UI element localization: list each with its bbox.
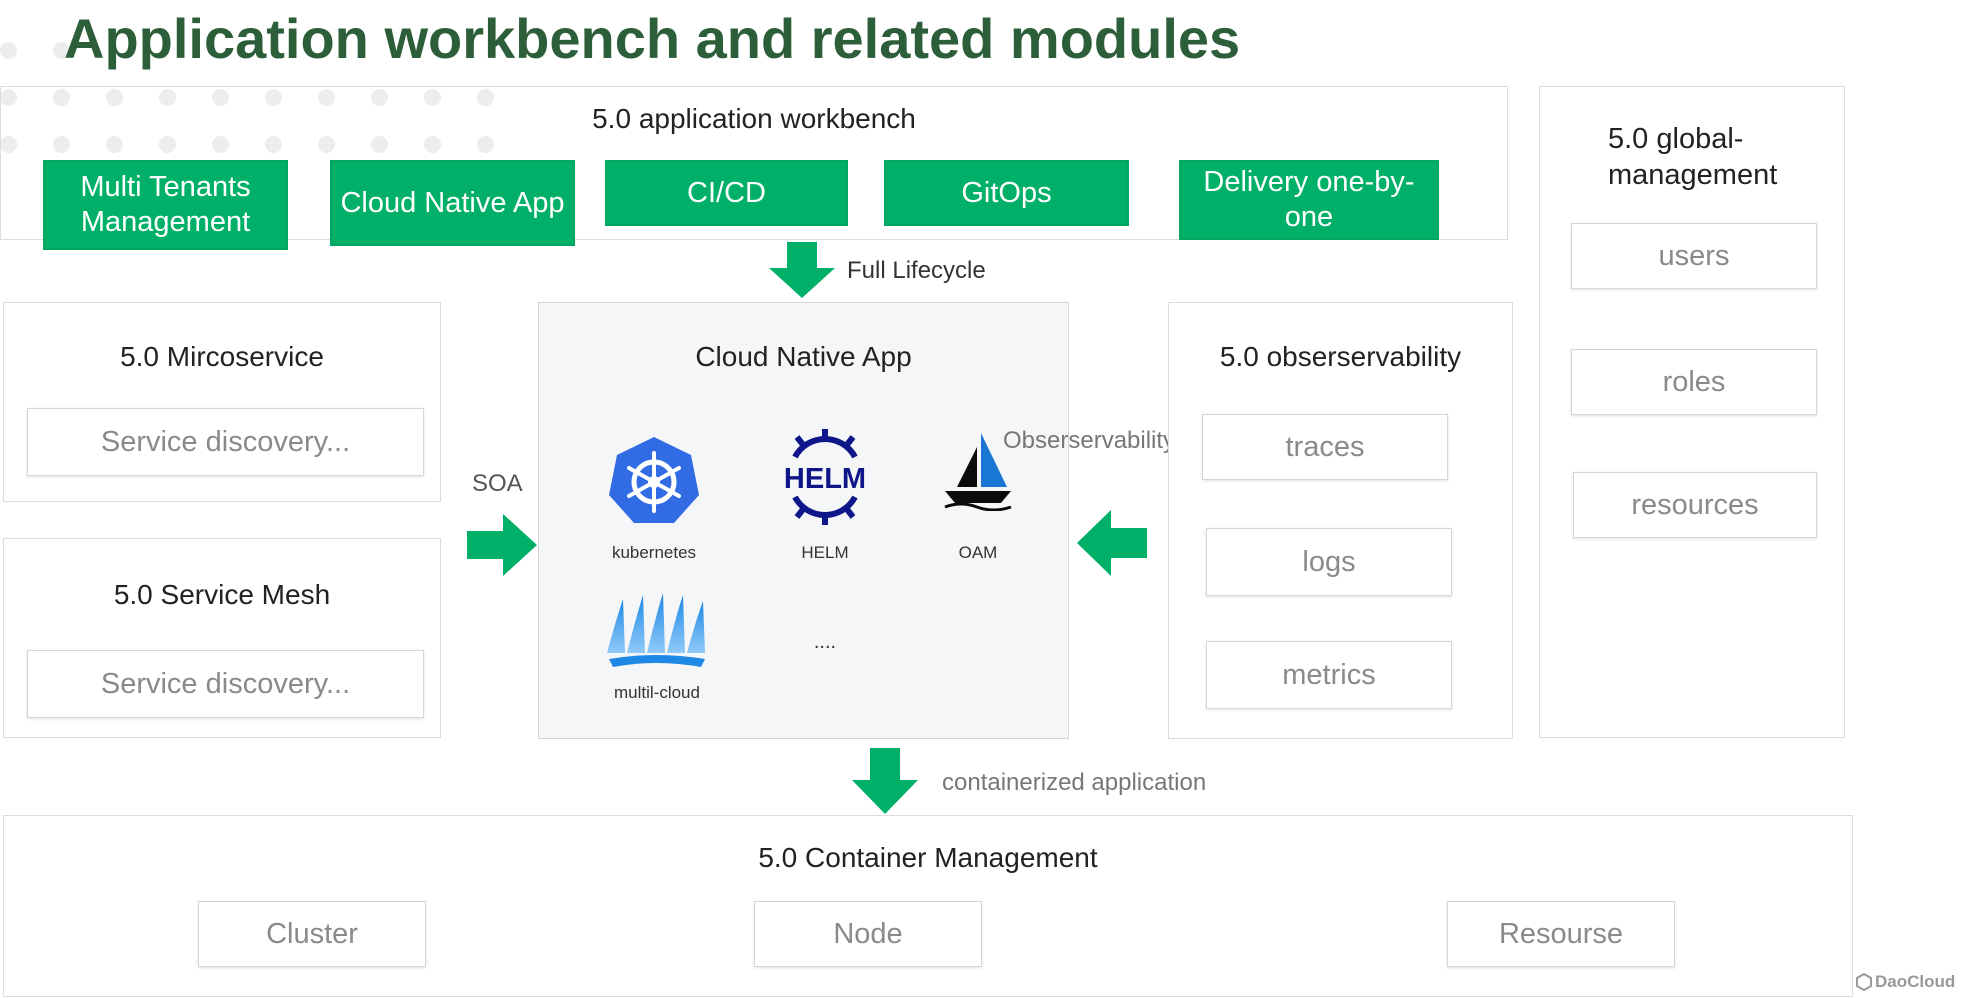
observability-metrics-item[interactable]: metrics xyxy=(1206,641,1452,709)
right-arrow-icon xyxy=(467,514,537,576)
workbench-title: 5.0 application workbench xyxy=(592,103,916,134)
kubernetes-caption: kubernetes xyxy=(611,543,697,562)
microservice-title: 5.0 Mircoservice xyxy=(120,341,324,372)
helm-wordmark: HELM xyxy=(784,463,866,495)
observability-logs-item[interactable]: logs xyxy=(1206,528,1452,596)
oam-caption: OAM xyxy=(958,543,998,562)
left-arrow-icon xyxy=(1077,510,1147,576)
container-management-title: 5.0 Container Management xyxy=(758,842,1098,873)
global-users-item[interactable]: users xyxy=(1571,223,1817,289)
global-management-title: 5.0 global-management xyxy=(1608,123,1778,192)
cloud-native-app-title: Cloud Native App xyxy=(695,341,912,372)
oam-sailboat-icon xyxy=(944,433,1012,511)
daocloud-logo-icon xyxy=(1856,973,1872,991)
observability-arrow-label: Obserservability xyxy=(1003,427,1176,454)
global-resources-item[interactable]: resources xyxy=(1573,472,1817,538)
multi-cloud-caption: multil-cloud xyxy=(614,683,700,702)
multi-cloud-icon xyxy=(607,593,705,667)
container-cluster-item[interactable]: Cluster xyxy=(198,901,426,967)
containerized-label: containerized application xyxy=(942,769,1207,796)
observability-traces-item[interactable]: traces xyxy=(1202,414,1448,480)
down-arrow-icon xyxy=(852,748,918,814)
workbench-item-multi-tenants[interactable]: Multi Tenants Management xyxy=(43,160,288,250)
workbench-item-delivery[interactable]: Delivery one-by-one xyxy=(1179,160,1439,240)
workbench-panel: 5.0 application workbench xyxy=(0,86,1508,240)
workbench-item-cicd[interactable]: CI/CD xyxy=(605,160,848,226)
service-mesh-title: 5.0 Service Mesh xyxy=(113,579,331,610)
soa-label: SOA xyxy=(472,470,523,497)
more-ellipsis: .... xyxy=(813,631,837,653)
full-lifecycle-label: Full Lifecycle xyxy=(847,257,986,284)
workbench-item-gitops[interactable]: GitOps xyxy=(884,160,1129,226)
container-resource-item[interactable]: Resourse xyxy=(1447,901,1675,967)
observability-title: 5.0 obserservability xyxy=(1219,341,1462,372)
down-arrow-icon xyxy=(769,242,835,298)
service-mesh-service-discovery[interactable]: Service discovery... xyxy=(27,650,424,718)
container-node-item[interactable]: Node xyxy=(754,901,982,967)
microservice-service-discovery[interactable]: Service discovery... xyxy=(27,408,424,476)
workbench-item-cloud-native-app[interactable]: Cloud Native App xyxy=(330,160,575,246)
daocloud-brand: DaoCloud xyxy=(1875,972,1956,991)
page-title: Application workbench and related module… xyxy=(64,7,1241,70)
global-roles-item[interactable]: roles xyxy=(1571,349,1817,415)
helm-icon: HELM xyxy=(784,429,866,525)
helm-caption: HELM xyxy=(801,543,849,562)
cloud-native-app-panel: Cloud Native App kubernetes HELM HELM xyxy=(538,302,1069,739)
kubernetes-icon xyxy=(609,437,699,523)
